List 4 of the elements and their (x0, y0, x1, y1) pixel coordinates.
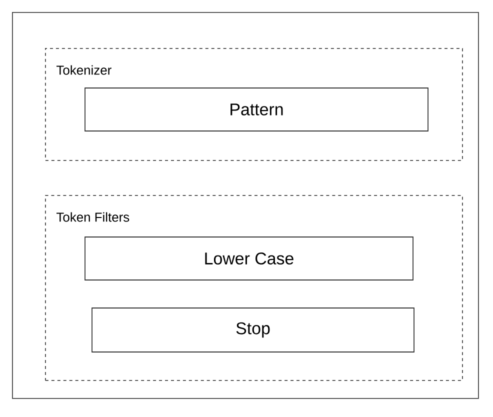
process-box: Pattern (84, 88, 428, 132)
frame-box (12, 12, 479, 399)
process-box: Lower Case (84, 236, 414, 280)
process-box: Stop (92, 308, 414, 352)
